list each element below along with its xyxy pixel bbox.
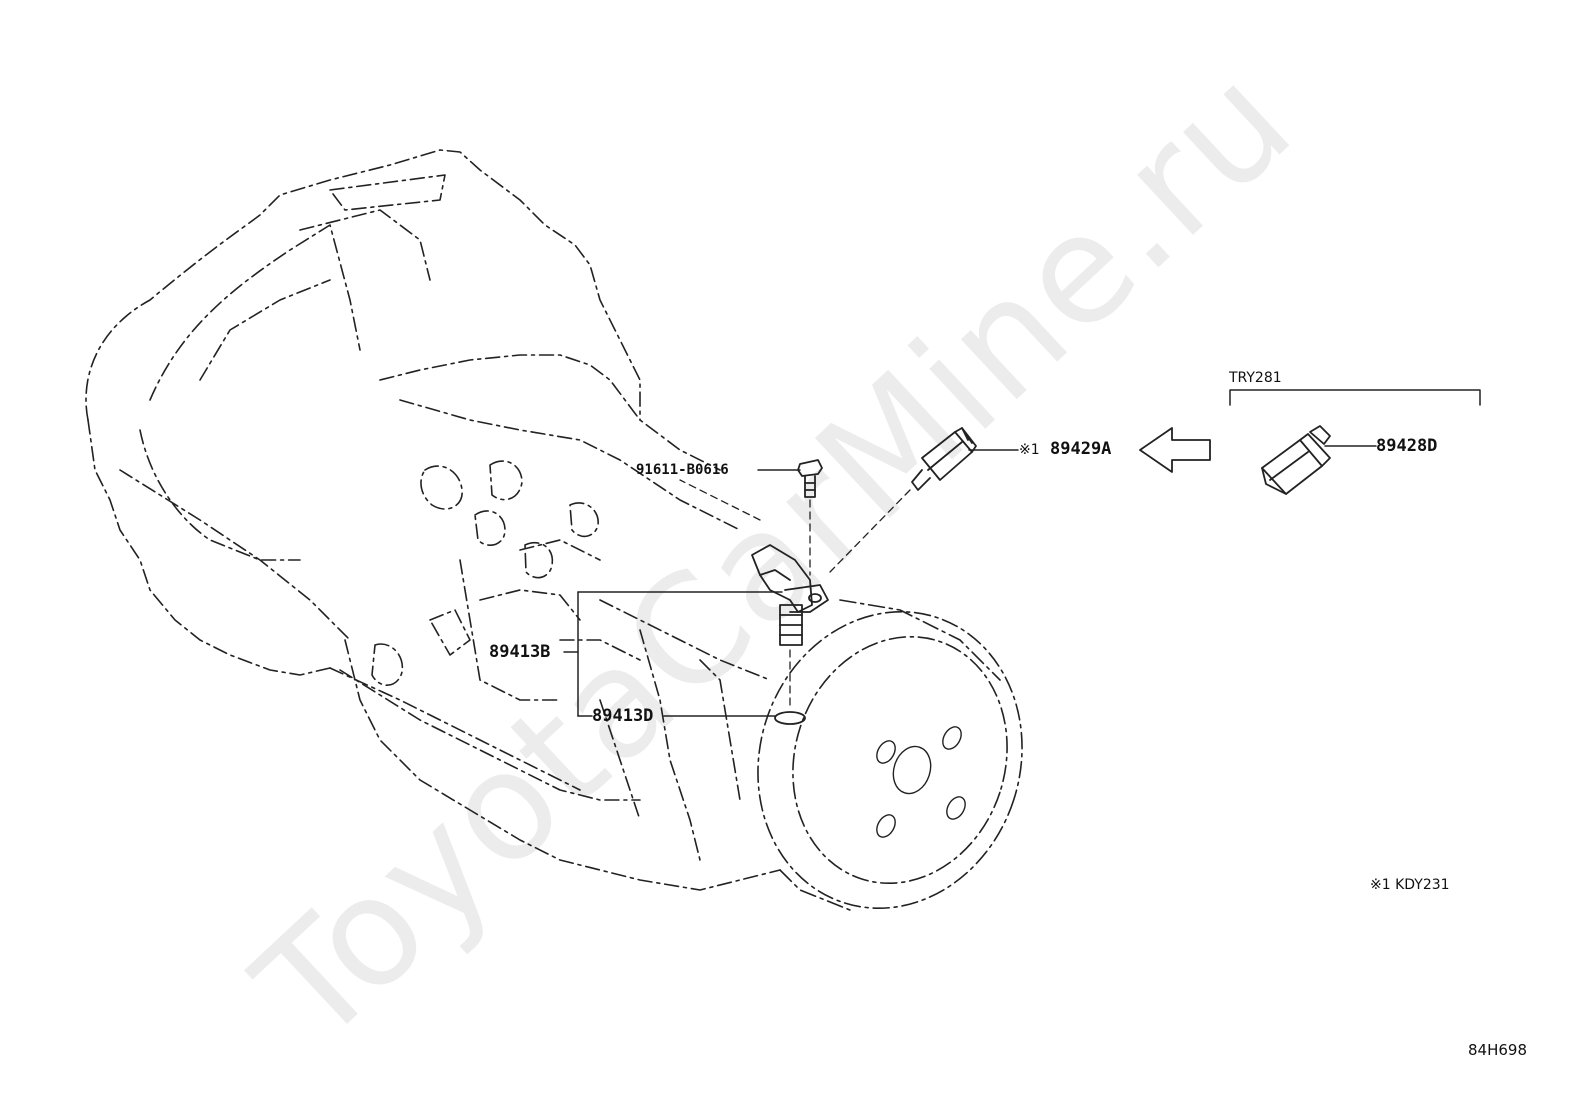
assembly-lines xyxy=(679,479,911,711)
diagram-code: 84H698 xyxy=(1468,1041,1527,1059)
switch-89429a-drawing xyxy=(911,427,977,491)
flange-holes xyxy=(876,726,966,838)
try-group-label: TRY281 xyxy=(1229,370,1282,386)
bolt-drawing xyxy=(797,459,823,498)
switch-89428d-drawing xyxy=(1261,425,1331,495)
part-label-o-ring: 89413D xyxy=(592,706,654,726)
part-label-switch-kdy: 89429A xyxy=(1050,439,1112,459)
kdy-note: ※1 KDY231 xyxy=(1370,877,1450,893)
transmission-housing xyxy=(85,149,781,891)
leader-lines xyxy=(563,445,1377,717)
part-label-switch-try: 89428D xyxy=(1376,436,1438,456)
marker-1-label: ※1 xyxy=(1019,442,1040,458)
speed-sensor-drawing xyxy=(751,544,829,646)
direction-arrow xyxy=(1139,427,1211,473)
try-group-bracket xyxy=(1229,389,1481,406)
output-flange xyxy=(757,599,1023,911)
part-label-bolt: 91611-B0616 xyxy=(636,462,729,478)
o-ring-drawing xyxy=(774,711,806,725)
part-label-speed-sensor: 89413B xyxy=(489,642,551,662)
